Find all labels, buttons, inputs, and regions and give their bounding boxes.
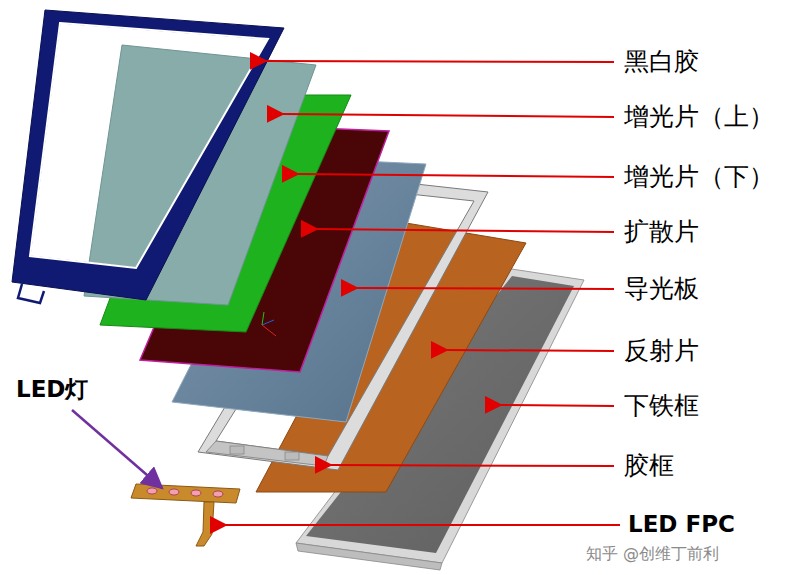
part-label: 黑白胶: [624, 47, 699, 77]
leader-line: [226, 524, 620, 526]
part-label: 扩散片: [624, 217, 699, 247]
led-pointer: [72, 410, 162, 488]
leader-line: [298, 174, 614, 177]
glue-frame-bar: [206, 441, 328, 466]
axis-symbol: [262, 312, 276, 336]
part-label: 胶框: [624, 451, 674, 481]
led-fpc: [131, 484, 240, 546]
leader-line: [501, 405, 614, 406]
watermark: 知乎 @创维丁前利: [586, 544, 719, 563]
part-label: 导光板: [624, 274, 699, 304]
tape-tab: [18, 284, 44, 303]
part-label: 反射片: [624, 336, 699, 366]
glue-frame-tab: [230, 446, 244, 454]
leader-line: [283, 114, 614, 117]
part-label: 增光片（上）: [624, 102, 774, 132]
leader-lines: [226, 61, 620, 525]
leader-line: [317, 229, 614, 232]
leader-line: [447, 350, 614, 351]
part-label: 增光片（下）: [624, 162, 774, 192]
leader-line: [357, 288, 614, 289]
glue-frame-tab: [285, 452, 299, 460]
part-label: 下铁框: [624, 391, 699, 421]
part-label: LED FPC: [628, 511, 735, 539]
leader-line: [266, 61, 614, 62]
part-label: LED灯: [16, 376, 88, 404]
tape-frame-inner: [30, 23, 268, 268]
leader-line: [331, 465, 614, 466]
tape-frame: [12, 10, 284, 300]
